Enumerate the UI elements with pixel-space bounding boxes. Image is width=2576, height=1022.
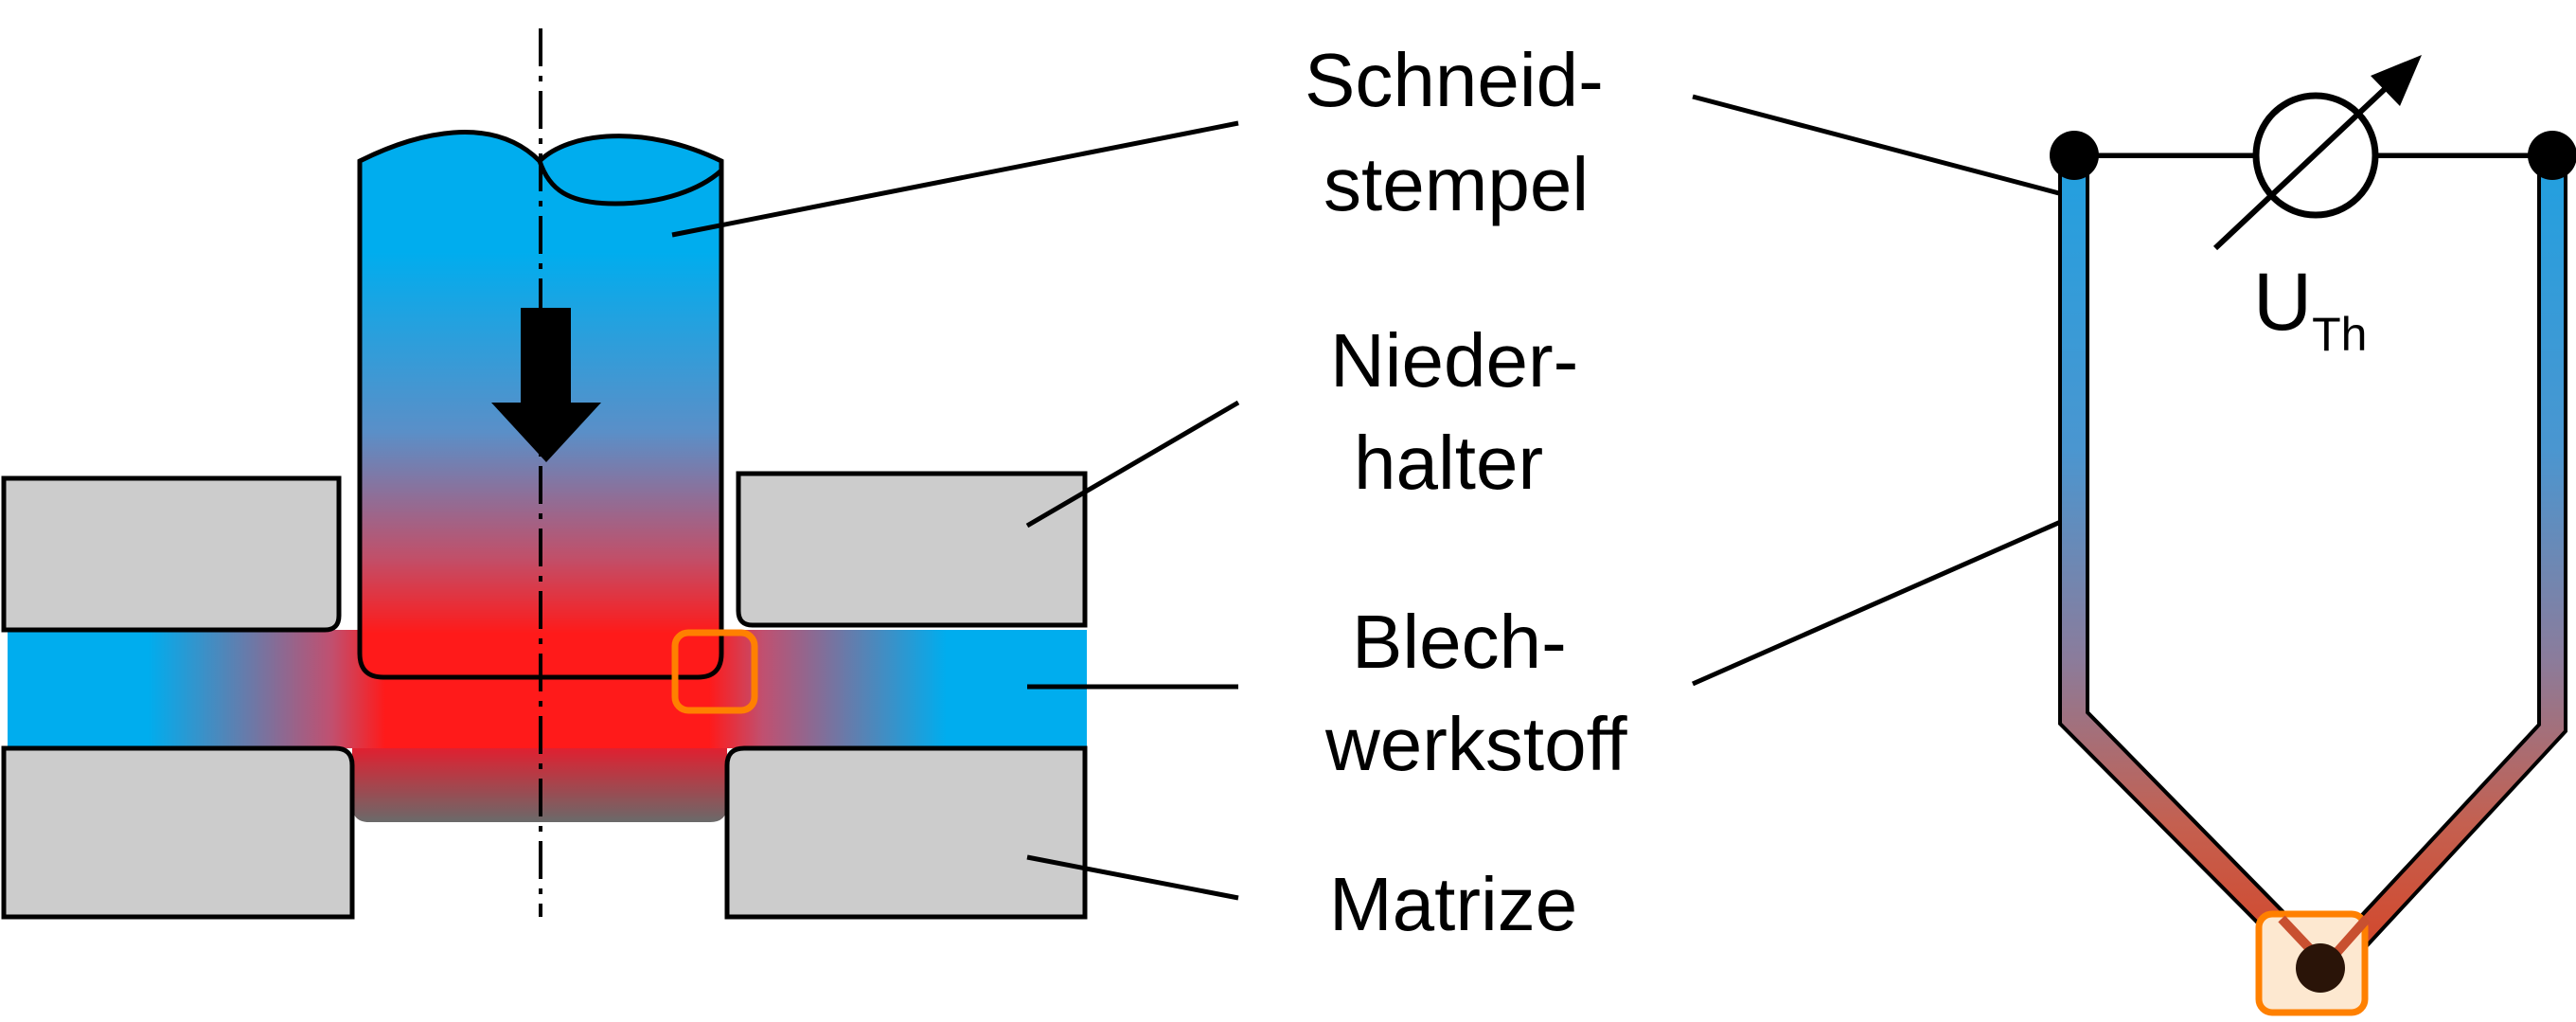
die-left [1,745,355,920]
blank-holder-left [1,475,342,633]
label-holder-line1: Nieder- [1330,318,1578,403]
cutting-edge-highlight [671,629,758,714]
voltage-symbol-main: U [2253,257,2312,348]
voltage-symbol-sub: Th [2312,308,2367,361]
terminal-right [2528,131,2576,180]
leader-die [1026,854,1239,901]
terminal-left [2050,131,2099,180]
down-arrow-icon [491,308,601,462]
leader-stamp [671,120,1239,238]
label-die: Matrize [1329,862,1577,946]
voltmeter-needle [2212,71,2404,251]
label-sheet-line2: werkstoff [1324,702,1627,786]
label-stamp-line1: Schneid- [1305,38,1604,122]
label-sheet-line1: Blech- [1352,600,1567,684]
die-right [724,745,1088,920]
label-holder-line2: halter [1354,421,1543,505]
leader-holder [1025,400,1240,529]
label-stamp-line2: stempel [1324,142,1589,226]
blank-holder-right [736,471,1088,628]
voltage-symbol: UTh [2253,257,2367,361]
hot-junction [2296,943,2345,993]
voltmeter-arrowhead-icon [2371,55,2422,106]
labels: Schneid- stempel Nieder- halter Blech- w… [671,38,2547,946]
thermocouple-circuit: UTh [2050,55,2576,1016]
punching-section [1,28,1088,920]
punch-top-curve [537,160,723,206]
leader-stamp-to-wire [1692,94,2074,200]
